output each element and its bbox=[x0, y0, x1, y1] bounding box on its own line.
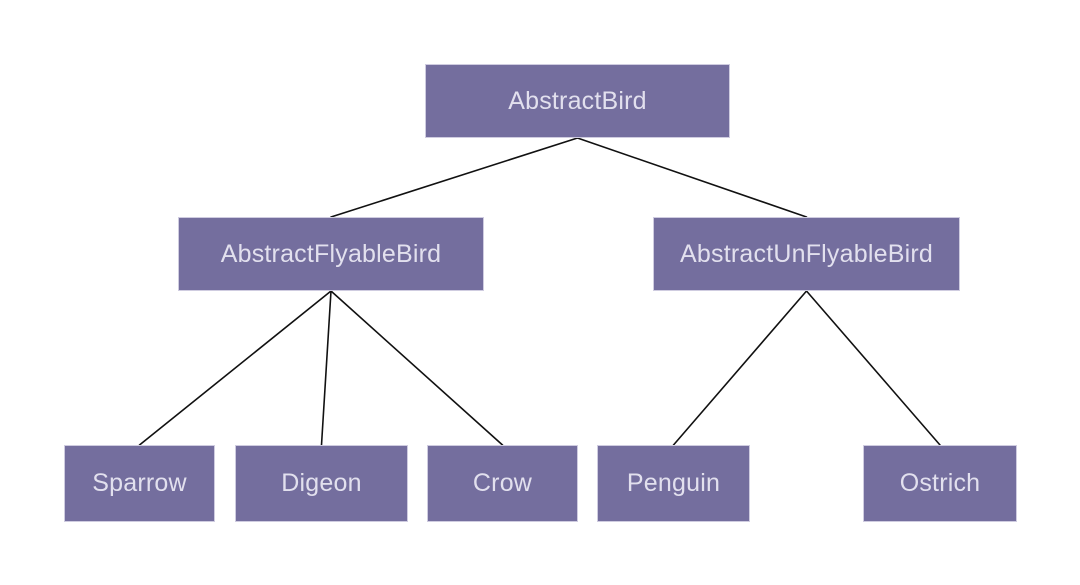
class-node-label: Ostrich bbox=[899, 469, 981, 497]
class-node-sparrow: Sparrow bbox=[64, 445, 215, 522]
inheritance-edge bbox=[672, 290, 808, 446]
inheritance-edge bbox=[138, 290, 332, 446]
class-node-crow: Crow bbox=[427, 445, 578, 522]
inheritance-edge bbox=[330, 290, 504, 446]
class-node-ostrich: Ostrich bbox=[863, 445, 1017, 522]
class-node-digeon: Digeon bbox=[235, 445, 408, 522]
class-node-label: AbstractFlyableBird bbox=[220, 239, 442, 268]
class-node-label: AbstractUnFlyableBird bbox=[680, 239, 933, 268]
inheritance-edge bbox=[576, 137, 808, 218]
class-node-label: Crow bbox=[472, 469, 533, 497]
class-node-label: Sparrow bbox=[92, 469, 187, 497]
class-node-label: Digeon bbox=[281, 469, 362, 497]
class-node-label: AbstractBird bbox=[508, 86, 647, 115]
inheritance-edge bbox=[330, 137, 579, 218]
inheritance-edge bbox=[805, 290, 941, 446]
class-node-abstract-flyable-bird: AbstractFlyableBird bbox=[178, 217, 484, 291]
class-node-label: Penguin bbox=[626, 469, 721, 497]
inheritance-edge bbox=[320, 290, 332, 446]
class-node-abstract-unflyable-bird: AbstractUnFlyableBird bbox=[653, 217, 960, 291]
class-node-abstract-bird: AbstractBird bbox=[425, 64, 730, 138]
class-node-penguin: Penguin bbox=[597, 445, 750, 522]
